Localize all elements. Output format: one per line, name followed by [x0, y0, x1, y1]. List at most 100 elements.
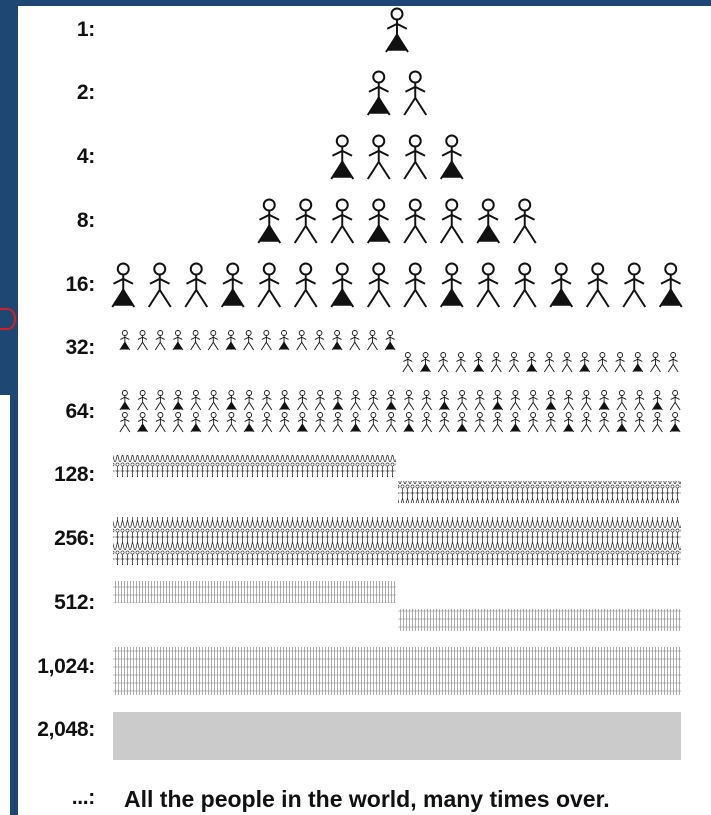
row-label: 32:: [65, 336, 96, 359]
row-label: 2,048:: [37, 718, 95, 741]
person-figure: [403, 70, 428, 116]
person-figure: [508, 352, 520, 373]
person-figure: [314, 330, 325, 351]
person-figure: [667, 352, 679, 373]
person-figure: [669, 412, 681, 433]
person-figure: [366, 262, 391, 308]
person-figure: [545, 412, 557, 433]
footer-label: ...:: [71, 786, 96, 809]
crowd-block: [113, 712, 681, 760]
person-figure: [545, 390, 557, 411]
person-figure: [527, 412, 539, 433]
person-figure: [439, 412, 450, 433]
person-figure: [439, 134, 464, 180]
person-figure: [403, 198, 428, 244]
person-figure: [527, 390, 539, 411]
person-figure: [293, 198, 318, 244]
crowd-band: [398, 481, 681, 503]
person-figure: [314, 412, 326, 433]
person-figure: [261, 390, 273, 411]
row-label: 4:: [76, 145, 95, 168]
person-figure: [119, 390, 131, 411]
person-figure: [366, 70, 391, 116]
person-figure: [366, 198, 391, 244]
left-margin-strip: [0, 395, 10, 815]
row-label: 8:: [76, 209, 95, 232]
person-figure: [296, 330, 308, 351]
person-figure: [350, 412, 361, 433]
person-figure: [421, 390, 432, 411]
row-label: 16:: [65, 273, 96, 296]
person-figure: [403, 262, 428, 308]
person-figure: [330, 134, 355, 180]
person-figure: [368, 390, 379, 411]
person-figure: [111, 262, 136, 308]
person-figure: [385, 412, 397, 433]
person-figure: [330, 198, 355, 244]
person-figure: [597, 352, 608, 373]
crowd-band: [113, 581, 396, 603]
row-label: 1,024:: [37, 655, 95, 678]
person-figure: [243, 412, 255, 433]
person-figure: [492, 412, 503, 433]
person-figure: [510, 390, 521, 411]
person-figure: [658, 262, 683, 308]
row-label: 512:: [54, 591, 95, 614]
person-figure: [208, 412, 219, 433]
person-figure: [669, 390, 681, 411]
person-figure: [581, 390, 592, 411]
person-figure: [634, 412, 645, 433]
person-figure: [439, 390, 450, 411]
person-figure: [384, 330, 396, 351]
person-figure: [137, 390, 148, 411]
person-figure: [512, 262, 537, 308]
crowd-band: [113, 455, 396, 477]
person-figure: [526, 352, 538, 373]
person-figure: [350, 390, 361, 411]
person-figure: [119, 412, 131, 433]
person-figure: [331, 330, 343, 351]
person-figure: [561, 352, 573, 373]
person-figure: [474, 390, 486, 411]
crowd-block: [113, 517, 681, 565]
row-label: 64:: [65, 400, 96, 423]
person-figure: [614, 352, 626, 373]
person-figure: [278, 330, 290, 351]
person-figure: [473, 352, 484, 373]
person-figure: [154, 330, 166, 351]
person-figure: [563, 412, 574, 433]
person-figure: [622, 262, 647, 308]
person-figure: [490, 352, 502, 373]
person-figure: [366, 134, 391, 180]
person-figure: [616, 390, 628, 411]
person-figure: [261, 412, 273, 433]
person-figure: [190, 390, 202, 411]
person-figure: [314, 390, 326, 411]
person-figure: [563, 390, 574, 411]
person-figure: [549, 262, 574, 308]
person-figure: [147, 262, 172, 308]
person-figure: [456, 390, 468, 411]
person-figure: [330, 262, 355, 308]
person-figure: [190, 330, 201, 351]
person-figure: [403, 412, 415, 433]
person-figure: [543, 352, 555, 373]
person-figure: [439, 262, 464, 308]
person-figure: [207, 330, 219, 351]
person-figure: [598, 412, 610, 433]
person-figure: [367, 330, 378, 351]
person-figure: [190, 412, 202, 433]
person-figure: [420, 352, 431, 373]
person-figure: [172, 412, 184, 433]
row-label: 1:: [76, 18, 95, 41]
person-figure: [512, 198, 537, 244]
person-figure: [652, 412, 663, 433]
person-figure: [155, 412, 166, 433]
row-label: 2:: [76, 81, 95, 104]
person-figure: [279, 390, 290, 411]
person-figure: [455, 352, 467, 373]
crowd-block: [113, 647, 681, 695]
person-figure: [257, 262, 282, 308]
person-figure: [652, 390, 663, 411]
person-figure: [421, 412, 432, 433]
